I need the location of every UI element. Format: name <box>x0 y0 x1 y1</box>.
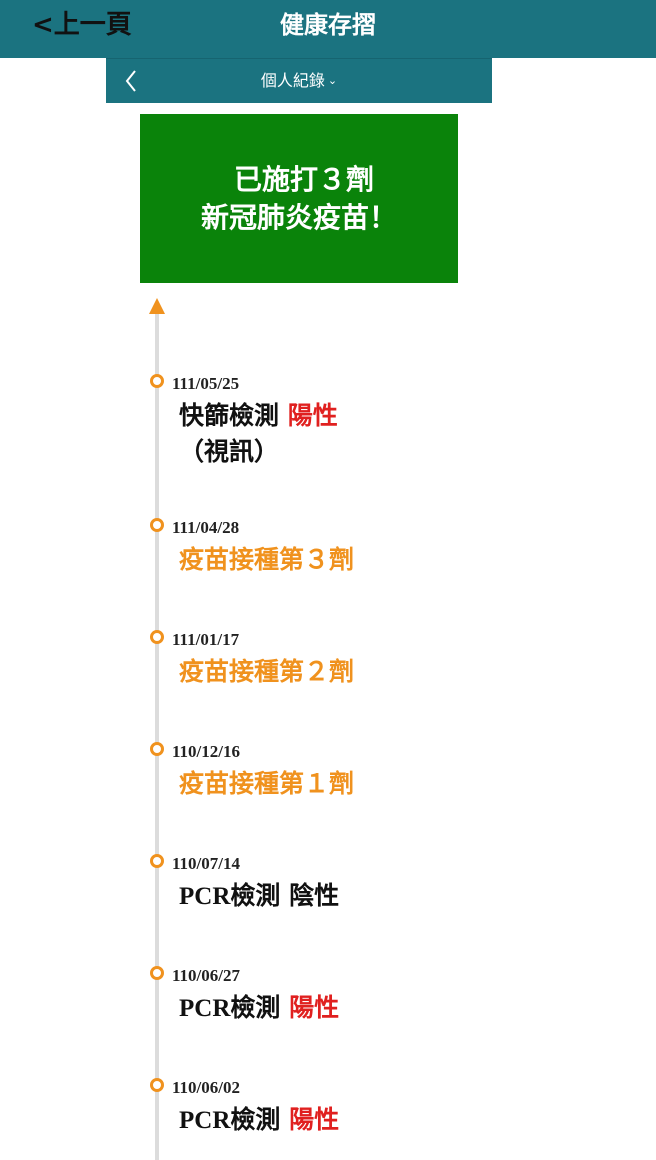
timeline-dot-icon <box>150 630 164 644</box>
timeline-up-arrow-icon <box>149 298 165 314</box>
timeline-dot-icon <box>150 518 164 532</box>
event-title-prefix: 檢測 <box>230 993 290 1022</box>
record-type-label: 個人紀錄 <box>260 71 325 90</box>
event-title-prefix: 檢測 <box>230 1105 290 1134</box>
timeline-dot-icon <box>150 742 164 756</box>
banner-line-2: 新冠肺炎疫苗！ <box>200 200 397 234</box>
subnav-back-button[interactable] <box>120 65 144 97</box>
banner-line-1: 已施打３劑 <box>233 162 374 196</box>
timeline-dot-icon <box>150 1078 164 1092</box>
vaccine-status-banner: 已施打３劑 新冠肺炎疫苗！ <box>140 114 458 283</box>
event-title[interactable]: PCR檢測 陽性 <box>179 990 429 1027</box>
event-title[interactable]: PCR檢測 陽性 <box>179 1102 429 1139</box>
event-title-prefix: 檢測 <box>230 881 290 910</box>
event-result-positive: 陽性 <box>289 1105 340 1134</box>
event-result-negative: 陰性 <box>289 881 340 910</box>
timeline-dot-icon <box>150 854 164 868</box>
app-title-text: 健康存摺 <box>280 11 376 39</box>
event-date: 110/12/16 <box>172 742 241 761</box>
event-result-positive: 陽性 <box>289 993 340 1022</box>
sub-navigation-bar: 個人紀錄⌄ <box>106 58 492 103</box>
event-title[interactable]: 快篩檢測 陽性（視訊） <box>179 398 429 470</box>
app-title: 健康存摺 <box>0 8 656 42</box>
event-date: 111/01/17 <box>172 630 240 649</box>
event-title-pcr: PCR <box>179 883 231 910</box>
event-title-suffix: （視訊） <box>179 437 280 466</box>
back-button[interactable]: <上一頁 <box>32 10 132 40</box>
event-date: 110/07/14 <box>172 854 241 873</box>
record-type-dropdown[interactable]: 個人紀錄⌄ <box>106 69 492 95</box>
event-title-prefix: 快篩檢測 <box>179 401 288 430</box>
event-title[interactable]: 疫苗接種第２劑 <box>179 657 355 686</box>
event-date: 110/06/27 <box>172 966 241 985</box>
timeline-dot-icon <box>150 374 164 388</box>
event-date: 111/04/28 <box>172 518 240 537</box>
timeline-dot-icon <box>150 966 164 980</box>
event-date: 111/05/25 <box>172 374 240 393</box>
event-title[interactable]: 疫苗接種第１劑 <box>179 769 355 798</box>
top-app-bar: <上一頁 健康存摺 <box>0 0 656 58</box>
event-result-positive: 陽性 <box>287 401 338 430</box>
timeline-line <box>155 312 159 1160</box>
event-title[interactable]: 疫苗接種第３劑 <box>179 545 355 574</box>
event-date: 110/06/02 <box>172 1078 241 1097</box>
chevron-down-icon: ⌄ <box>327 74 338 87</box>
event-title-pcr: PCR <box>179 995 231 1022</box>
event-title-pcr: PCR <box>179 1107 231 1134</box>
chevron-left-icon <box>125 70 136 92</box>
event-title[interactable]: PCR檢測 陰性 <box>179 878 429 915</box>
